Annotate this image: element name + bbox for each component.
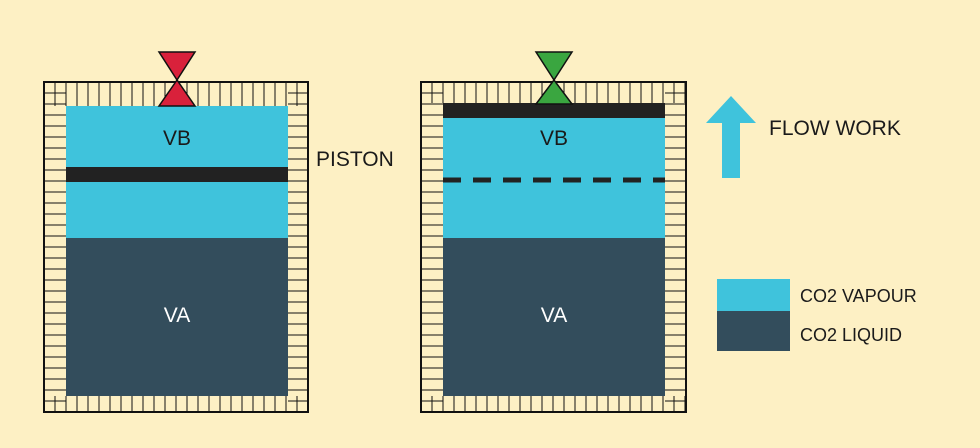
right-tank-top-label: VB xyxy=(540,127,568,150)
legend-vapour-swatch xyxy=(717,279,790,311)
legend-liquid-swatch xyxy=(717,311,790,351)
left-tank-insulation-ribs xyxy=(44,82,308,412)
flow-work-arrow-icon xyxy=(706,96,756,178)
flow-work-label: FLOW WORK xyxy=(769,117,901,140)
right-tank: VB VA xyxy=(420,51,687,413)
left-tank-bottom-label: VA xyxy=(164,304,190,327)
right-tank-liquid-region xyxy=(443,238,665,396)
left-tank-top-label: VB xyxy=(163,127,191,150)
left-tank-piston xyxy=(66,167,288,182)
right-tank-piston xyxy=(443,103,665,118)
right-tank-bottom-label: VA xyxy=(541,304,567,327)
legend: CO2 VAPOUR CO2 LIQUID xyxy=(717,279,917,351)
right-tank-insulation-ribs xyxy=(421,82,686,412)
right-valve-open-icon[interactable] xyxy=(534,51,574,105)
left-valve-closed-icon[interactable] xyxy=(157,51,197,107)
piston-label: PISTON xyxy=(316,148,394,171)
left-tank-liquid-region xyxy=(66,238,288,396)
left-tank: VB VA xyxy=(43,51,309,413)
legend-vapour-label: CO2 VAPOUR xyxy=(800,286,917,306)
legend-liquid-label: CO2 LIQUID xyxy=(800,325,902,345)
